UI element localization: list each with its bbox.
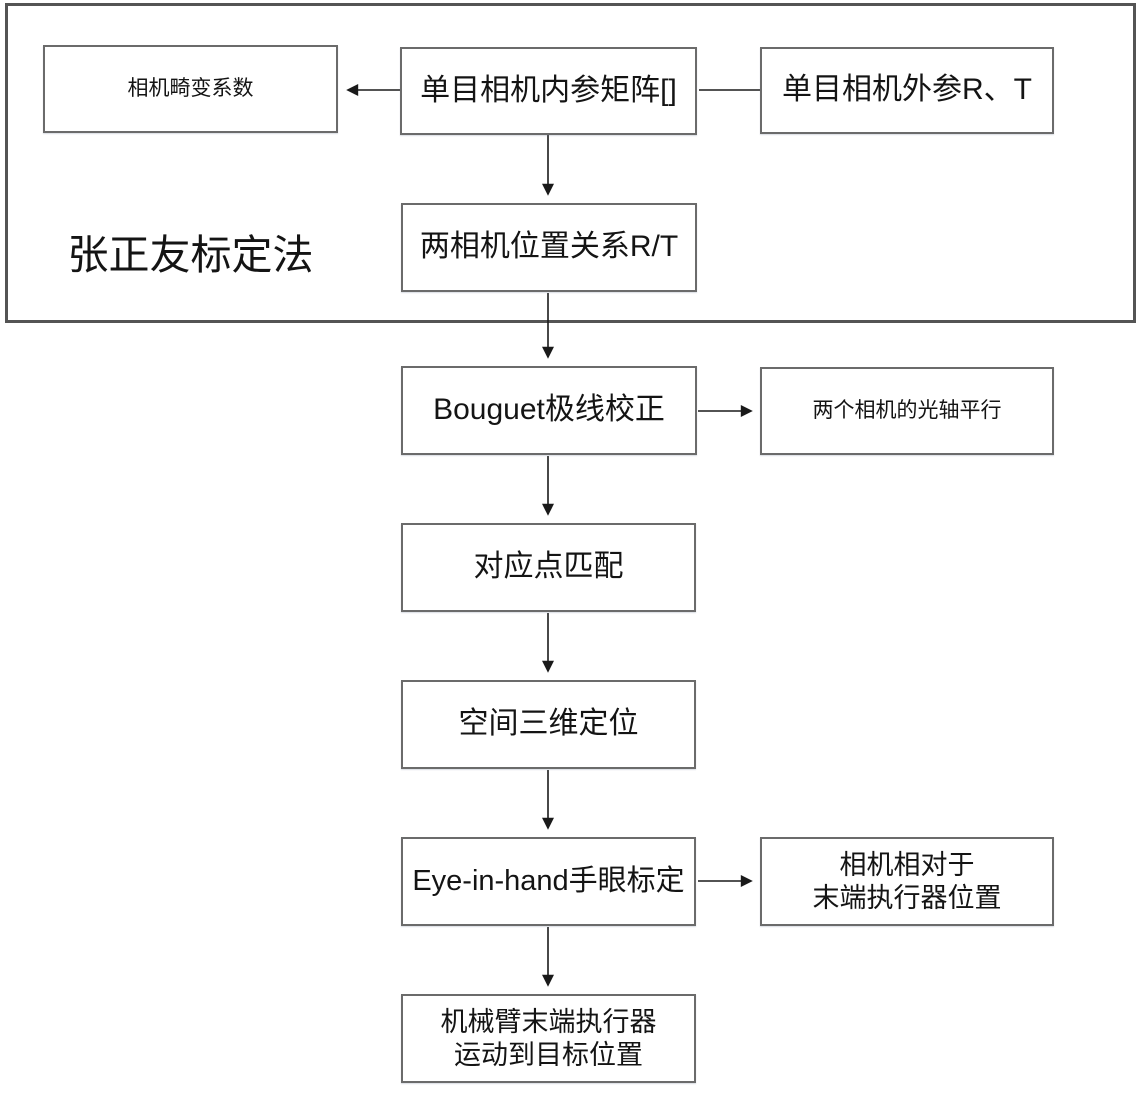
node-eye-in-hand-calibration: Eye-in-hand手眼标定 bbox=[401, 837, 696, 926]
node-bouguet-epipolar-rectification: Bouguet极线校正 bbox=[401, 366, 697, 455]
node-corresponding-point-matching: 对应点匹配 bbox=[401, 523, 696, 612]
node-label: 相机畸变系数 bbox=[127, 77, 254, 101]
node-label-line1: 机械臂末端执行器 bbox=[440, 1006, 657, 1037]
node-label-line2: 末端执行器位置 bbox=[812, 882, 1002, 913]
node-label: 两相机位置关系R/T bbox=[419, 230, 679, 264]
node-label: 单目相机外参R、T bbox=[782, 73, 1032, 107]
node-spatial-3d-localization: 空间三维定位 bbox=[401, 680, 696, 769]
node-camera-distortion-coefficients: 相机畸变系数 bbox=[43, 45, 338, 133]
node-mono-camera-extrinsic-rt: 单目相机外参R、T bbox=[760, 47, 1054, 134]
node-label: 对应点匹配 bbox=[473, 550, 624, 584]
node-mono-camera-intrinsic-matrix: 单目相机内参矩阵[] bbox=[400, 47, 697, 135]
node-label: 空间三维定位 bbox=[458, 707, 639, 741]
node-label: Bouguet极线校正 bbox=[433, 393, 665, 427]
node-label: Eye-in-hand手眼标定 bbox=[412, 864, 685, 897]
node-label: 单目相机内参矩阵[] bbox=[420, 73, 677, 107]
node-two-camera-position-relation: 两相机位置关系R/T bbox=[401, 203, 697, 292]
node-arm-move-to-target: 机械臂末端执行器 运动到目标位置 bbox=[401, 994, 696, 1083]
node-camera-relative-end-effector: 相机相对于 末端执行器位置 bbox=[760, 837, 1054, 926]
node-label-line1: 相机相对于 bbox=[839, 849, 975, 880]
group-label-zhang-calibration: 张正友标定法 bbox=[67, 232, 314, 278]
node-label: 两个相机的光轴平行 bbox=[812, 399, 1002, 423]
node-optical-axes-parallel: 两个相机的光轴平行 bbox=[760, 367, 1054, 455]
group-box-zhang-calibration bbox=[5, 3, 1136, 323]
node-label-line2: 运动到目标位置 bbox=[454, 1039, 643, 1070]
